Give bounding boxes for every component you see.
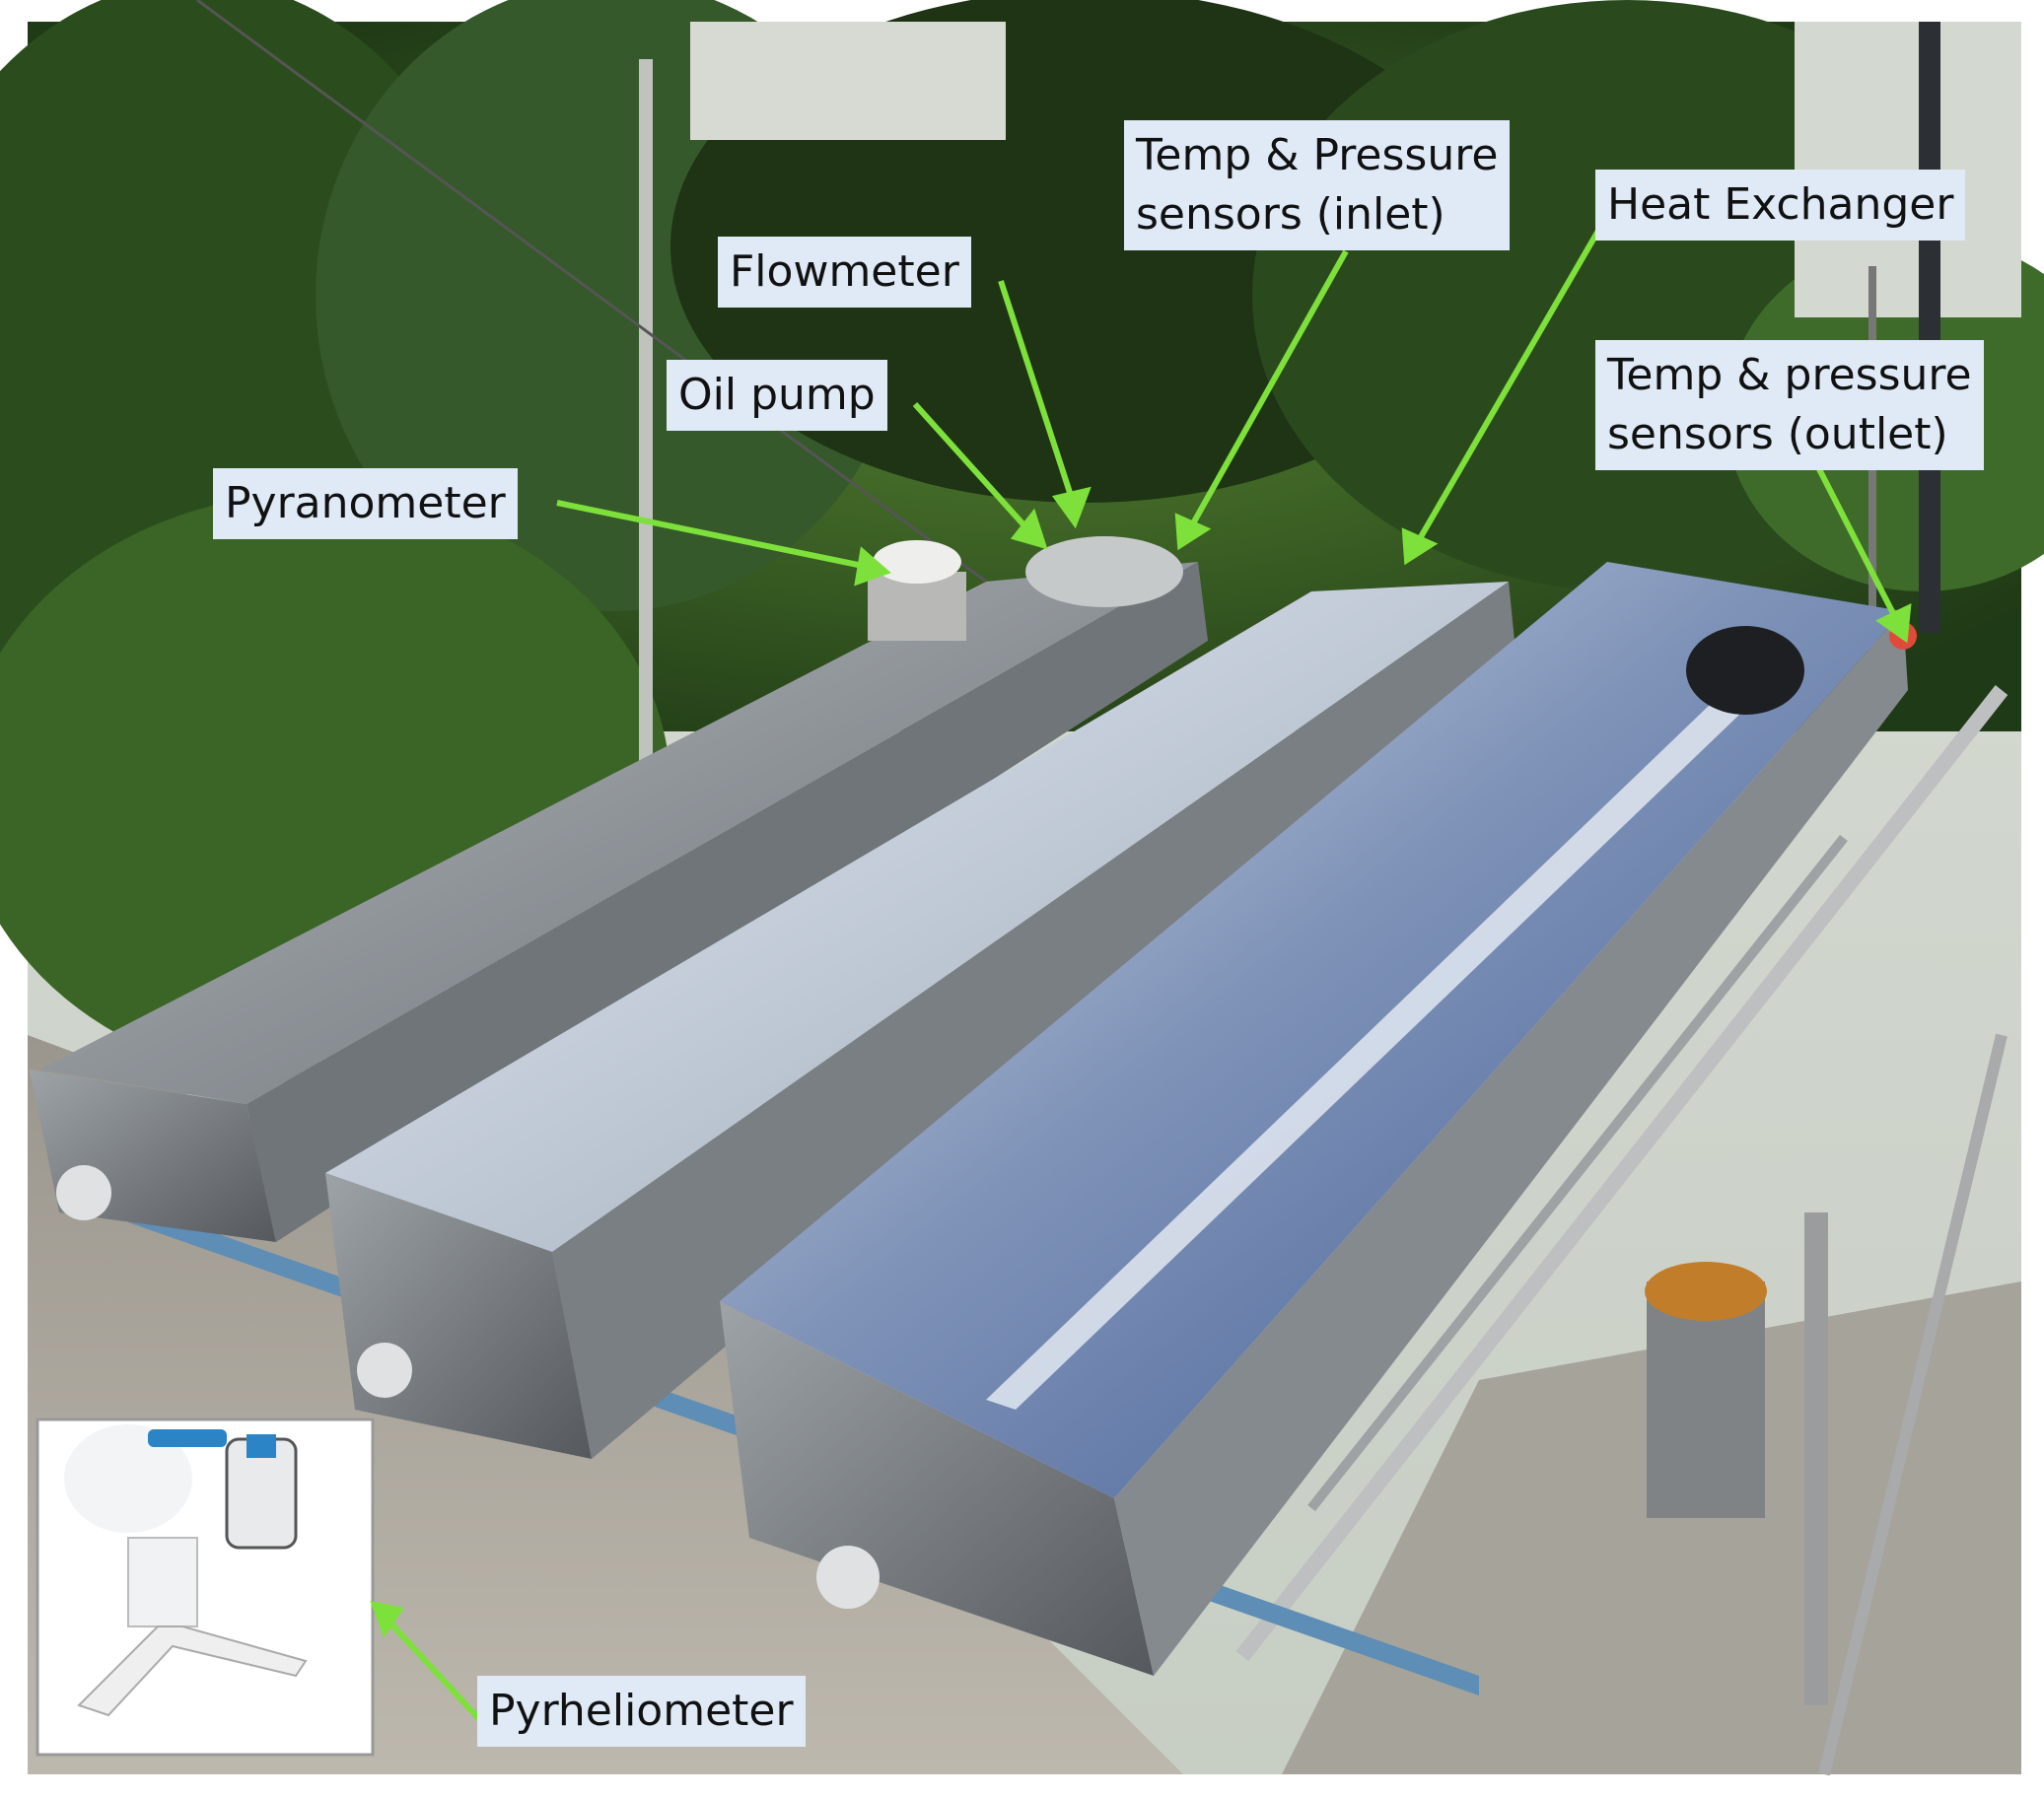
label-temp-pressure-inlet-line2: sensors (inlet) — [1136, 189, 1445, 240]
label-temp-pressure-inlet-line1: Temp & Pressure — [1136, 130, 1499, 180]
arrow-heat-exchanger — [1412, 210, 1612, 549]
pyrheliometer-inset — [35, 1418, 375, 1757]
label-oil-pump: Oil pump — [667, 360, 887, 431]
arrow-pyranometer — [556, 500, 869, 570]
arrow-oil-pump — [912, 401, 1033, 535]
label-temp-pressure-inlet: Temp & Pressure sensors (inlet) — [1124, 120, 1511, 250]
arrow-temp-inlet — [1185, 249, 1349, 534]
label-temp-pressure-outlet-line2: sensors (outlet) — [1607, 409, 1948, 459]
arrow-flowmeter — [998, 280, 1078, 509]
annotation-arrows — [370, 210, 1912, 1723]
label-temp-pressure-outlet: Temp & pressure sensors (outlet) — [1595, 340, 1984, 470]
label-pyranometer: Pyranometer — [213, 468, 518, 539]
label-heat-exchanger: Heat Exchanger — [1595, 170, 1966, 241]
arrow-temp-outlet — [1813, 461, 1901, 625]
label-pyrheliometer: Pyrheliometer — [477, 1676, 806, 1747]
label-temp-pressure-outlet-line1: Temp & pressure — [1607, 350, 1972, 400]
arrow-pyrheliometer — [382, 1614, 483, 1723]
label-flowmeter: Flowmeter — [718, 237, 971, 308]
